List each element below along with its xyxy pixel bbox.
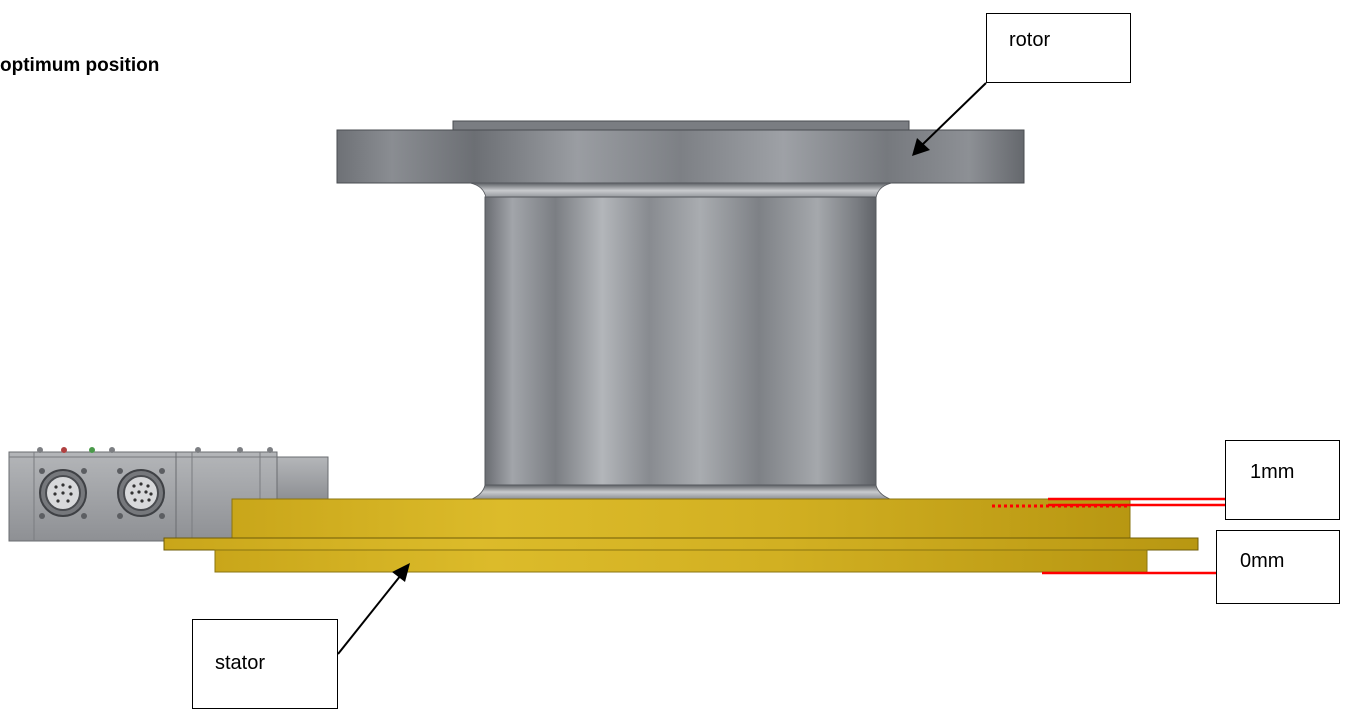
led-dot xyxy=(267,447,273,453)
stator xyxy=(163,498,1199,573)
rotor-body xyxy=(484,196,877,486)
rotor-label-box: rotor xyxy=(986,13,1131,83)
stator-middle-plate xyxy=(163,537,1199,551)
stator-label: stator xyxy=(215,652,266,674)
gap-1mm-label: 1mm xyxy=(1250,461,1295,483)
rotor-upper-fillet xyxy=(469,182,893,199)
stator-arrow xyxy=(337,563,410,655)
page-title: optimum position xyxy=(0,55,160,76)
rotor-arrow xyxy=(912,82,987,156)
rotor-lower-fillet xyxy=(471,484,891,500)
connector-box xyxy=(8,447,329,542)
led-dot xyxy=(89,447,95,453)
gap-0mm-label: 0mm xyxy=(1240,550,1285,572)
led-dot xyxy=(61,447,67,453)
led-dot xyxy=(37,447,43,453)
led-dot xyxy=(237,447,243,453)
stator-bottom-plate xyxy=(214,549,1148,573)
rotor xyxy=(336,120,1025,500)
round-connector-icon xyxy=(39,468,87,519)
gap-1mm-label-box: 1mm xyxy=(1225,440,1340,520)
rotor-label: rotor xyxy=(1009,29,1051,51)
gap-0mm-label-box: 0mm xyxy=(1216,530,1340,604)
stator-label-box: stator xyxy=(192,619,338,709)
connector-side-block xyxy=(271,456,329,500)
stator-top-plate xyxy=(231,498,1131,539)
gap-markers xyxy=(992,497,1225,575)
rotor-flange xyxy=(336,129,1025,184)
round-connector-icon xyxy=(117,468,165,519)
led-dot xyxy=(195,447,201,453)
led-dot xyxy=(109,447,115,453)
